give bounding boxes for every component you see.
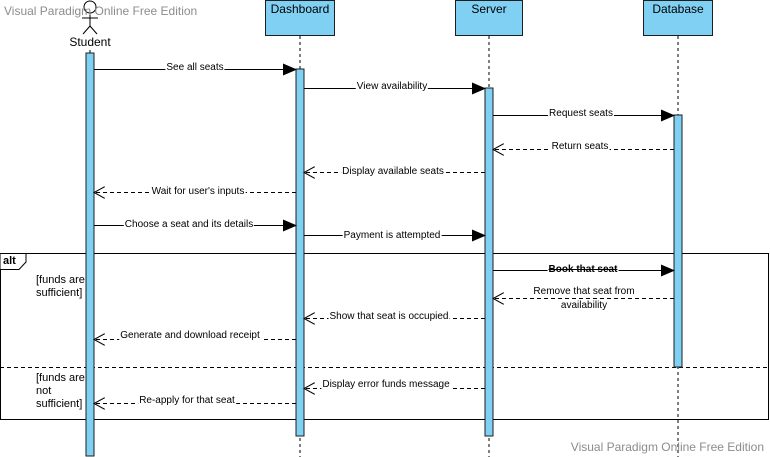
msg-book-that-seat: Book that seat (547, 264, 619, 276)
participant-student-label: Student (69, 35, 111, 49)
msg-remove-seat-line1: Remove that seat from (532, 286, 636, 298)
participant-server: Server (455, 0, 523, 36)
msg-choose-seat: Choose a seat and its details (123, 219, 255, 231)
msg-request-seats: Request seats (548, 108, 614, 120)
msg-generate-receipt: Generate and download receipt (119, 330, 261, 342)
watermark-top: Visual Paradigm Online Free Edition (4, 4, 198, 18)
activation-dashboard (295, 68, 305, 437)
participant-server-label: Server (471, 2, 507, 16)
student-actor-icon (82, 0, 98, 35)
activation-server (484, 87, 494, 437)
guard-sufficient-line1: [funds are (36, 274, 85, 286)
guard-funds-sufficient: [funds are sufficient] (36, 274, 96, 300)
participant-database-label: Database (652, 2, 704, 16)
guard-funds-not-sufficient: [funds are not sufficient] (36, 372, 96, 411)
participant-dashboard-label: Dashboard (270, 2, 330, 16)
msg-reapply: Re-apply for that seat (138, 395, 236, 407)
msg-show-seat-occupied: Show that seat is occupied (328, 311, 450, 323)
alt-fragment (0, 253, 769, 420)
guard-sufficient-line2: sufficient] (36, 287, 83, 299)
watermark-bottom: Visual Paradigm Online Free Edition (570, 440, 764, 454)
activation-student (85, 52, 95, 457)
participant-dashboard: Dashboard (265, 0, 335, 36)
msg-view-availability: View availability (355, 81, 429, 93)
msg-payment-attempted: Payment is attempted (342, 230, 442, 242)
guard-not-sufficient-line1: [funds are (36, 372, 85, 384)
msg-wait-for-inputs: Wait for user's inputs (150, 186, 246, 198)
guard-not-sufficient-line2: not (36, 385, 52, 397)
participant-database: Database (643, 0, 713, 36)
activation-database (673, 114, 683, 368)
alt-operator-tab (0, 253, 27, 270)
guard-not-sufficient-line3: sufficient] (36, 398, 83, 410)
alt-operator-label: alt (3, 255, 16, 267)
msg-return-seats: Return seats (550, 141, 610, 153)
msg-remove-seat-line2: availability (559, 300, 609, 312)
msg-see-all-seats: See all seats (165, 62, 225, 74)
msg-display-available-seats: Display available seats (341, 166, 445, 178)
msg-display-error: Display error funds message (321, 379, 451, 391)
